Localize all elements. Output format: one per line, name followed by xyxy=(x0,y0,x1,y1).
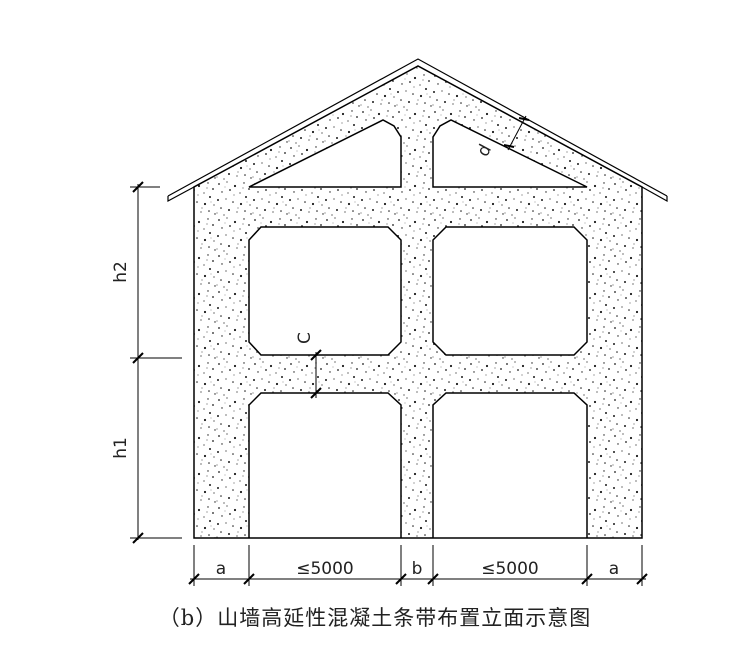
dim-b-center: b xyxy=(412,559,423,579)
dim-a-left: a xyxy=(216,559,226,579)
band-thickness-label: C xyxy=(295,332,315,344)
bottom-dimension-lines xyxy=(188,545,648,586)
roof-band-thickness-dimension xyxy=(503,115,530,151)
roof-band-thickness-label: d xyxy=(473,141,496,160)
h1-dimension-label: h1 xyxy=(111,437,131,459)
gable-wall-band xyxy=(193,65,643,539)
band-thickness-dimension xyxy=(310,349,322,399)
h2-dimension-label: h2 xyxy=(111,261,131,283)
dim-a-right: a xyxy=(609,559,619,579)
figure-caption: （b）山墙高延性混凝土条带布置立面示意图 xyxy=(158,606,592,630)
dim-span-left: ≤5000 xyxy=(296,559,354,579)
roof-eave xyxy=(167,58,668,203)
dim-span-right: ≤5000 xyxy=(481,559,539,579)
left-dimension-lines xyxy=(130,181,182,544)
